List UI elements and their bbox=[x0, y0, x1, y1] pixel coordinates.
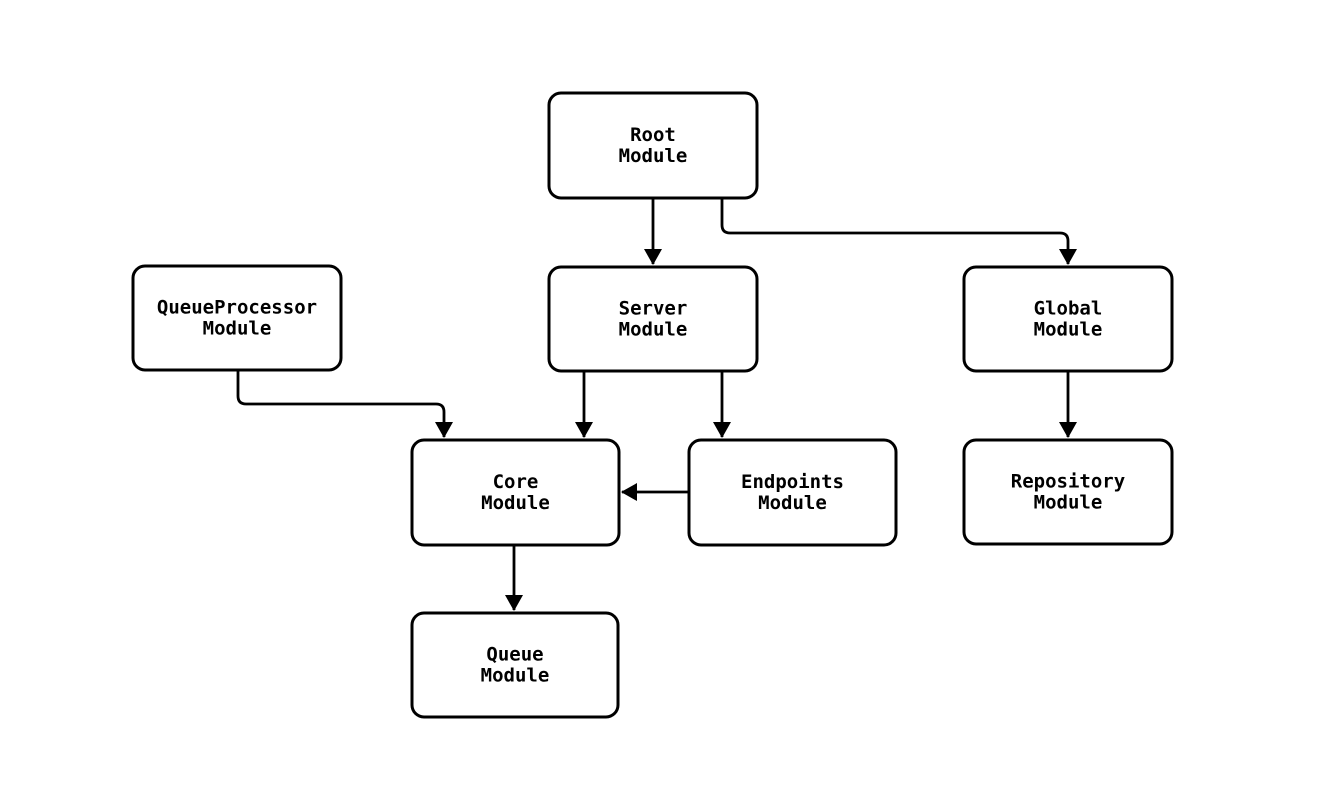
node-box-queue-processor-module bbox=[131, 264, 343, 372]
node-box-global-module bbox=[962, 265, 1174, 373]
node-box-repository-module bbox=[962, 438, 1174, 546]
edge-root-module-to-global-module bbox=[720, 198, 1077, 265]
node-box-endpoints-module bbox=[687, 438, 898, 547]
node-box-queue-module bbox=[410, 611, 620, 719]
edge-layer bbox=[236, 198, 1077, 611]
node-box-server-module bbox=[547, 265, 759, 373]
edge-queue-processor-module-to-core-module bbox=[236, 370, 453, 438]
node-box-root-module bbox=[547, 91, 759, 200]
node-box-core-module bbox=[410, 438, 621, 547]
